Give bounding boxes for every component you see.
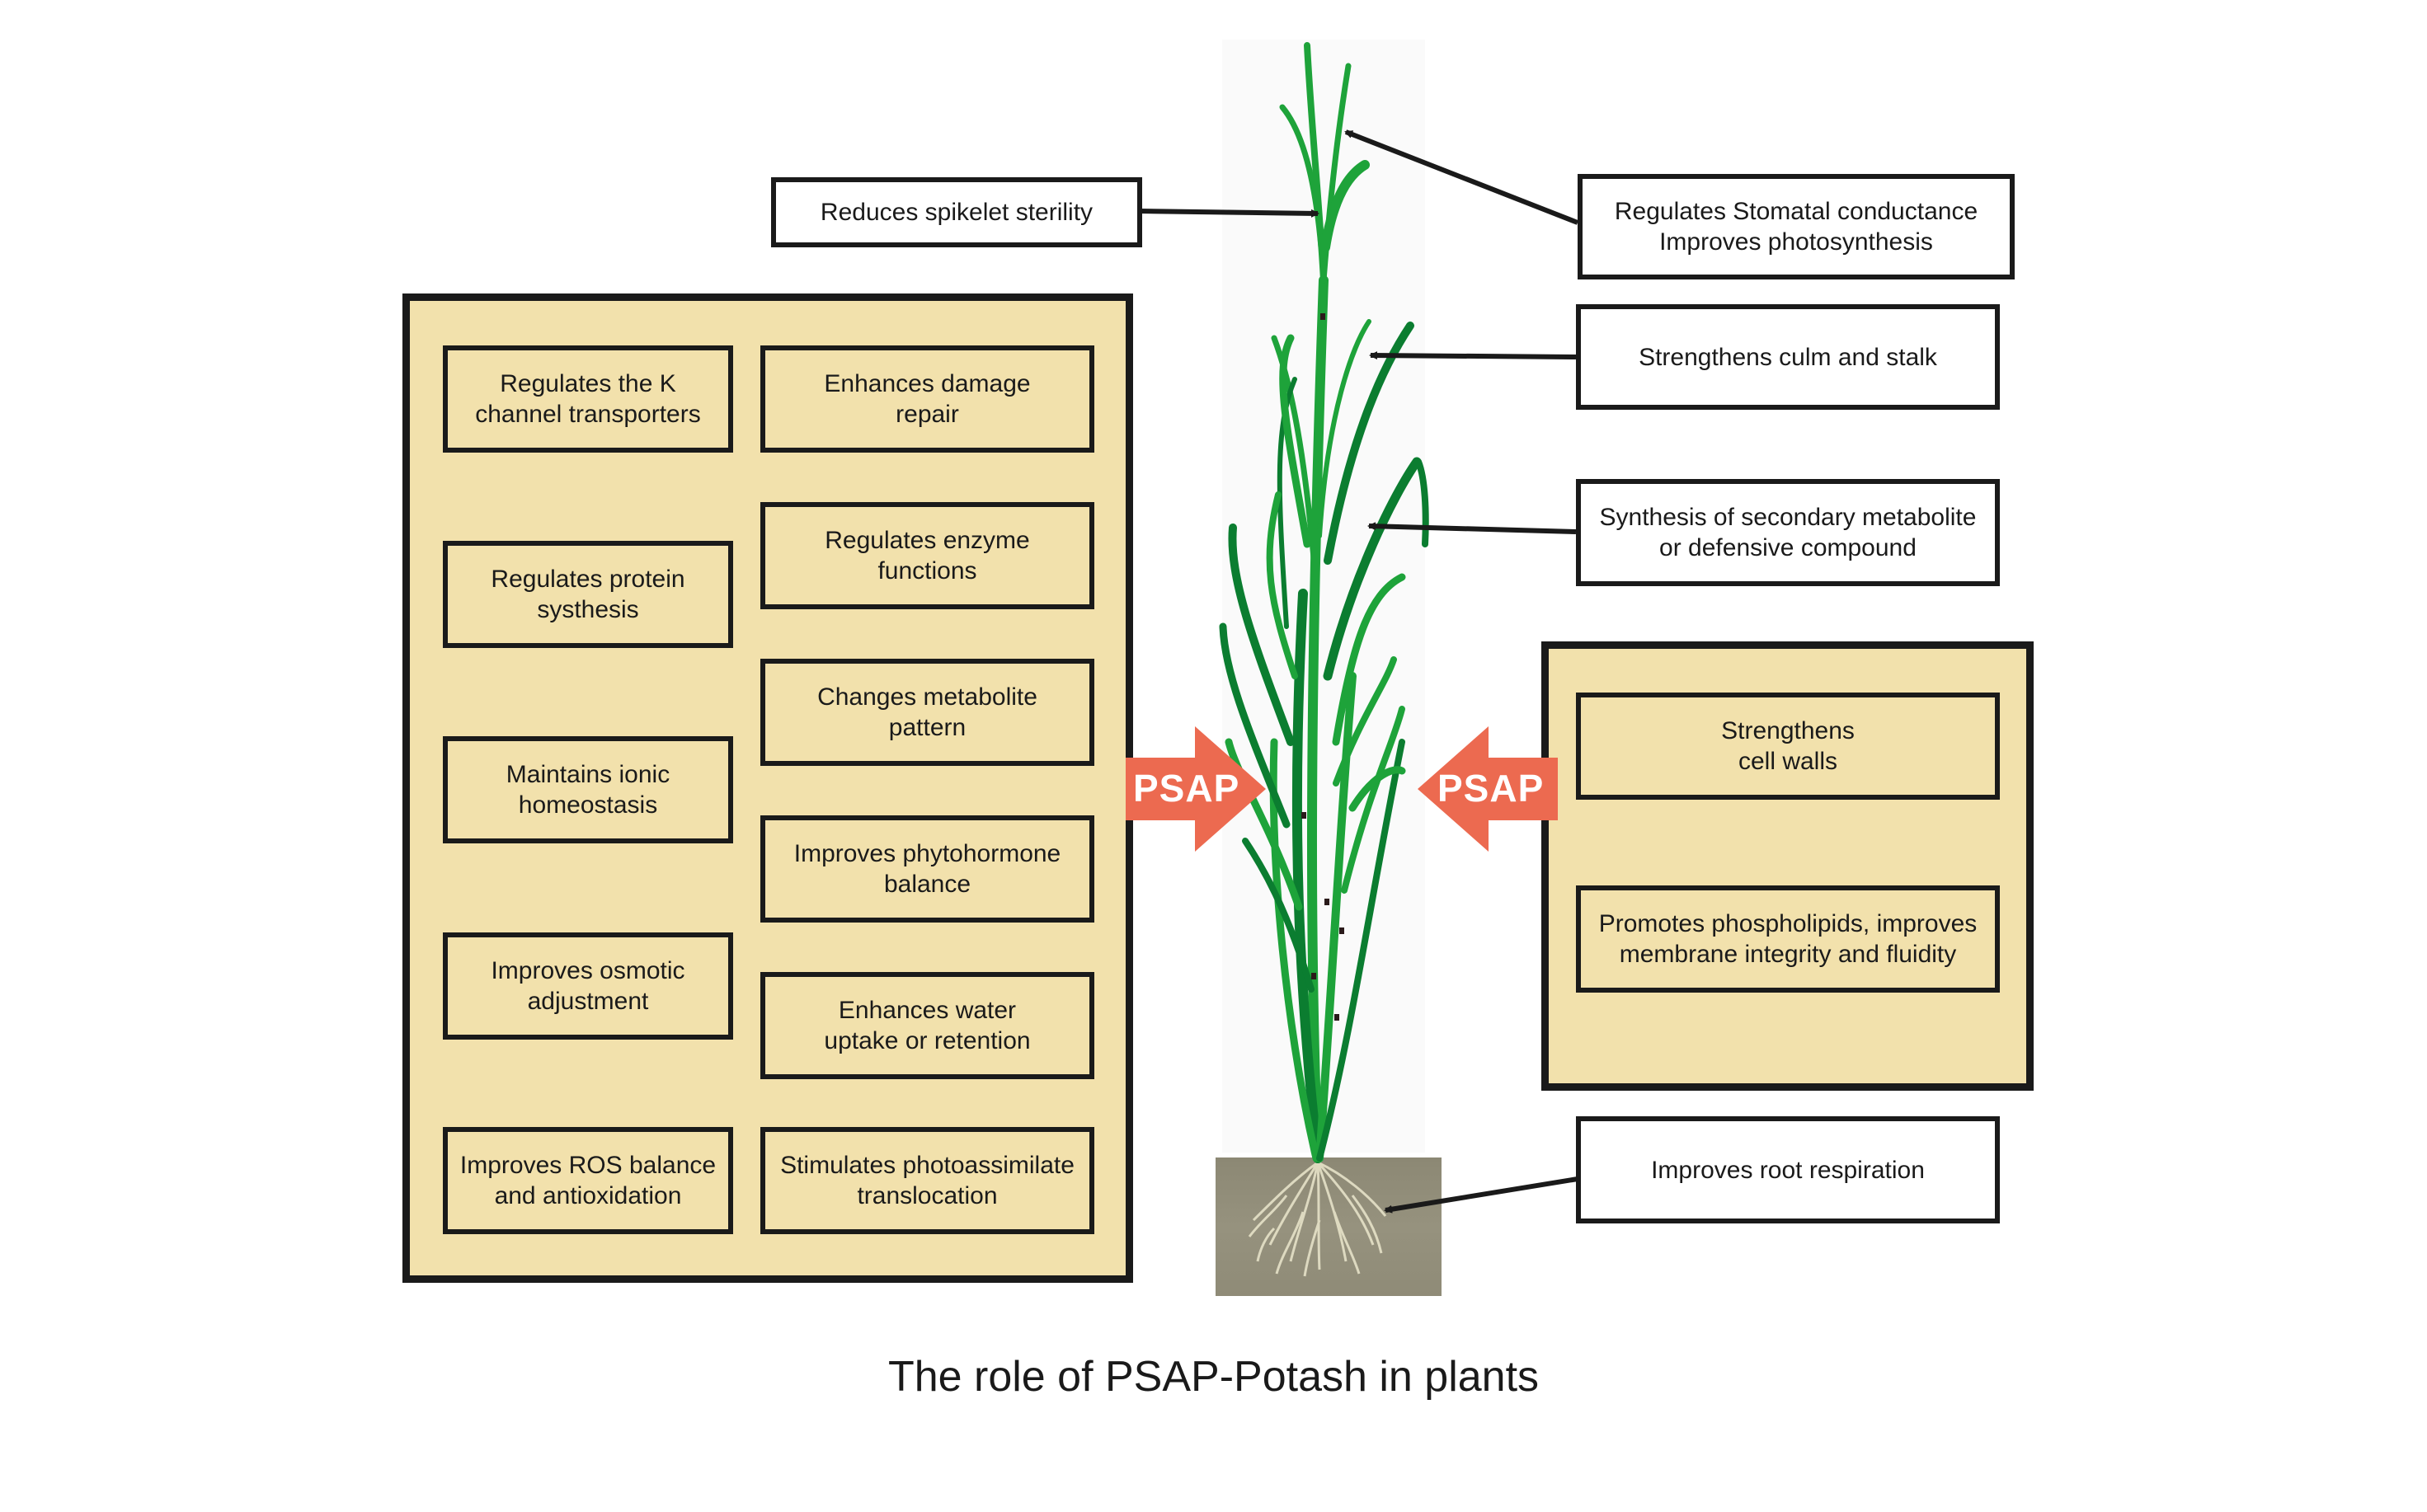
arrow-secondary — [1367, 522, 1577, 534]
arrow-spikelet — [1140, 209, 1319, 218]
callout-root-text: Improves root respiration — [1651, 1156, 1925, 1184]
left-panel-item: Regulates protein systhesis — [443, 541, 733, 648]
right-panel-item: Promotes phospholipids, improves membran… — [1576, 885, 2000, 993]
psap-arrow-left: PSAP — [1418, 726, 1558, 852]
left-panel-item: Regulates enzyme functions — [760, 502, 1094, 609]
left-panel-item-text: Regulates enzyme functions — [825, 527, 1030, 585]
left-panel-item: Improves phytohormone balance — [760, 815, 1094, 923]
arrow-root — [1384, 1176, 1578, 1214]
figure-title: The role of PSAP-Potash in plants — [887, 1353, 1540, 1401]
callout-stomatal-text: Regulates Stomatal conductance Improves … — [1614, 198, 1978, 256]
left-panel-item: Regulates the K channel transporters — [443, 345, 733, 453]
right-panel-item-text: Strengthens cell walls — [1721, 717, 1855, 775]
left-panel-item-text: Regulates the K channel transporters — [475, 370, 701, 428]
left-panel-item-text: Improves phytohormone balance — [793, 840, 1061, 898]
left-panel-item: Improves osmotic adjustment — [443, 932, 733, 1040]
callout-culm-stalk: Strengthens culm and stalk — [1576, 304, 2000, 410]
left-panel-item-text: Improves ROS balance and antioxidation — [459, 1152, 717, 1209]
callout-spikelet-text: Reduces spikelet sterility — [820, 199, 1094, 226]
arrow-right-icon — [1126, 726, 1266, 852]
plant-illustration-background — [1222, 40, 1425, 1153]
arrow-culm — [1369, 351, 1577, 360]
left-panel-item-text: Enhances damage repair — [824, 370, 1031, 428]
left-panel-item: Changes metabolite pattern — [760, 659, 1094, 766]
left-panel-item-text: Improves osmotic adjustment — [491, 957, 685, 1015]
left-panel-item-text: Regulates protein systhesis — [491, 566, 685, 623]
right-panel-item-text: Promotes phospholipids, improves membran… — [1598, 910, 1978, 968]
left-panel-item-text: Changes metabolite pattern — [817, 683, 1037, 741]
callout-spikelet-sterility: Reduces spikelet sterility — [771, 177, 1142, 247]
left-panel-item-text: Stimulates photoassimilate translocation — [780, 1152, 1075, 1209]
left-panel-item: Maintains ionic homeostasis — [443, 736, 733, 843]
connector-arrows — [1140, 129, 1579, 1214]
left-panel-item: Stimulates photoassimilate translocation — [760, 1127, 1094, 1234]
stem-nodes — [1301, 313, 1344, 1021]
callout-root-respiration: Improves root respiration — [1576, 1116, 2000, 1223]
left-panel-item: Enhances water uptake or retention — [760, 972, 1094, 1079]
left-panel-item-text: Enhances water uptake or retention — [824, 997, 1031, 1054]
psap-label: PSAP — [1133, 767, 1240, 810]
right-panel-item: Strengthens cell walls — [1576, 693, 2000, 800]
psap-arrow-right: PSAP — [1126, 726, 1266, 852]
callout-stomatal-conductance: Regulates Stomatal conductance Improves … — [1578, 174, 2015, 279]
callout-secondary-metabolite: Synthesis of secondary metabolite or def… — [1576, 479, 2000, 586]
arrow-stomatal — [1344, 129, 1579, 225]
roots — [1248, 1161, 1387, 1277]
psap-label: PSAP — [1437, 767, 1545, 810]
left-panel-item: Improves ROS balance and antioxidation — [443, 1127, 733, 1234]
arrow-left-icon — [1418, 726, 1558, 852]
left-panel-item: Enhances damage repair — [760, 345, 1094, 453]
plant-leaves — [1219, 42, 1429, 993]
callout-culm-text: Strengthens culm and stalk — [1639, 343, 1937, 371]
left-panel-item-text: Maintains ionic homeostasis — [506, 761, 670, 819]
soil-block — [1216, 1157, 1442, 1296]
callout-secondary-text: Synthesis of secondary metabolite or def… — [1599, 504, 1977, 561]
